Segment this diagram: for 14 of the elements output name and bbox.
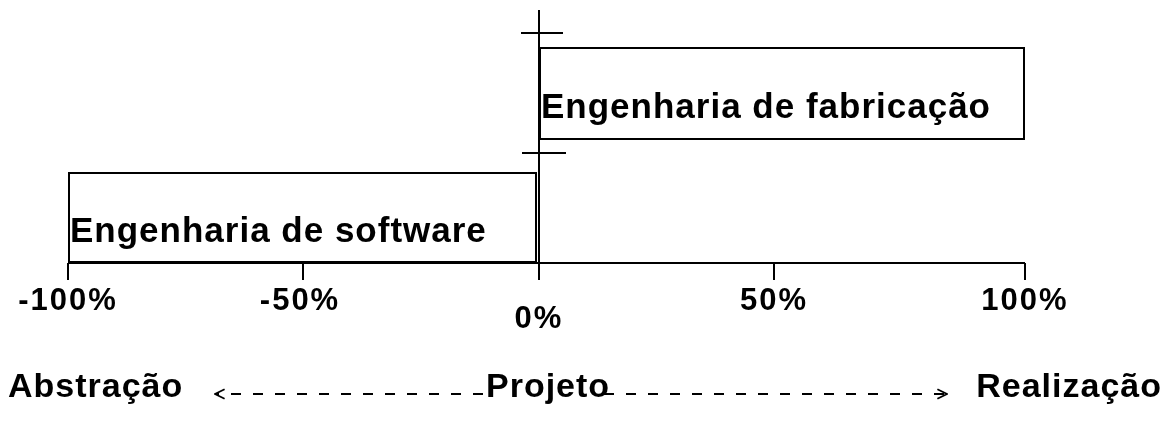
tick-label: 0% (514, 300, 564, 336)
node-label: Realização (976, 365, 1162, 405)
bar (539, 47, 1025, 140)
tick-label: -100% (18, 282, 118, 318)
bar (68, 172, 537, 263)
bar-label: Engenharia de software (70, 209, 487, 250)
node-label: Projeto (486, 365, 611, 405)
arrow (603, 388, 948, 400)
node-label: Abstração (8, 365, 184, 405)
arrow (214, 388, 484, 400)
tick-label: 50% (740, 282, 808, 318)
tick-label: 100% (981, 282, 1069, 318)
tick-label: -50% (259, 282, 341, 318)
bar-label: Engenharia de fabricação (541, 85, 991, 126)
